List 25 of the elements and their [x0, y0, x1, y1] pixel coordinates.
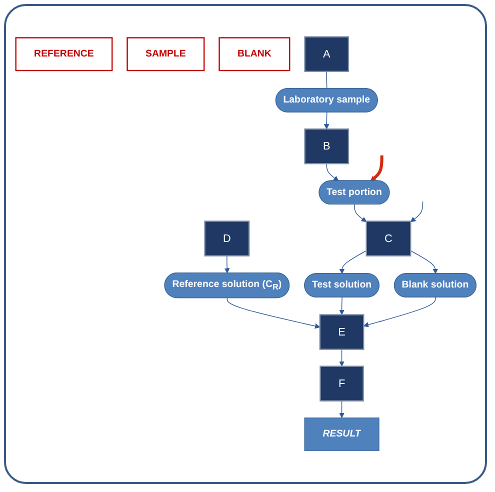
arrow [354, 204, 366, 222]
node-box [304, 418, 379, 452]
frame-border: REFERENCE SAMPLE BLANK A Laboratory sample B Test portion D C Reference solution (C$_{R}$) Test solution Blank solution E F RESULT [4, 4, 487, 484]
arrow [338, 250, 366, 274]
node-box [304, 36, 349, 72]
arrow [323, 112, 329, 130]
arrow [338, 349, 344, 367]
node-box [304, 128, 349, 164]
arrow [224, 256, 230, 274]
arrow [362, 297, 436, 328]
arrow [410, 201, 423, 222]
node-box [365, 220, 411, 257]
arrow [410, 250, 438, 274]
arrow [338, 297, 344, 316]
node-box [318, 314, 364, 350]
node-box [204, 220, 250, 257]
node-box [14, 37, 112, 72]
arrow [338, 400, 344, 418]
connector [326, 71, 327, 90]
arrow [370, 156, 383, 182]
arrow [326, 164, 338, 182]
arrow [226, 298, 320, 329]
node-box [218, 37, 290, 72]
node-box [319, 366, 364, 402]
node-box [126, 37, 204, 72]
